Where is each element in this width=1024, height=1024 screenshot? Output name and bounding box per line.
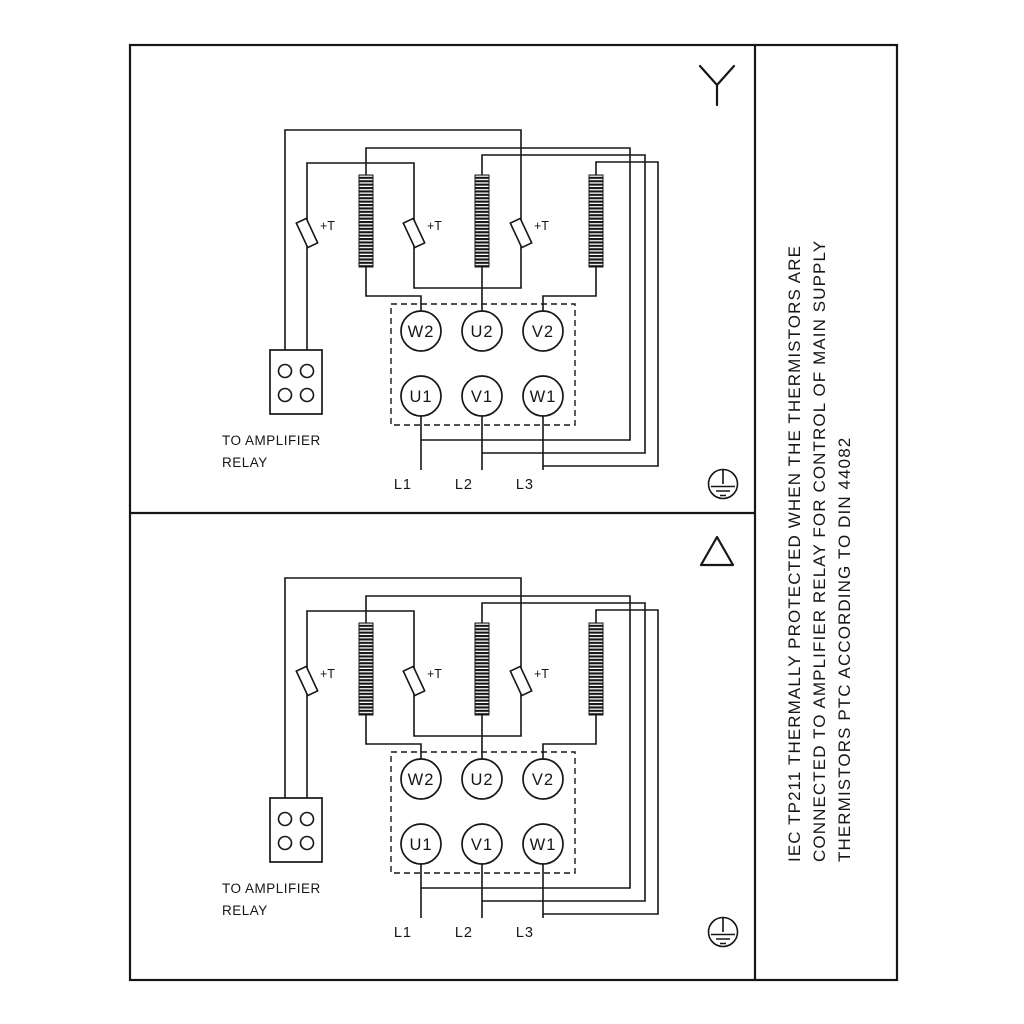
relay-contact-2 [299,811,315,827]
relay-note-line2: RELAY [222,455,268,470]
terminal-label-w2: W2 [408,771,435,789]
terminal-w1 [522,375,564,417]
terminal-label-v1: V1 [471,836,493,854]
supply-label-l1: L1 [394,925,412,941]
terminal-w1 [522,823,564,865]
panel-star-connection: +T +T +T W2 U2 V2 U1 V1 W1 TO AMPLIFIER … [222,64,739,500]
thermistor-1-label: +T [320,667,335,681]
supply-label-l3: L3 [516,477,534,493]
supply-label-l3: L3 [516,925,534,941]
terminal-label-v1: V1 [471,388,493,406]
thermistor-1-icon [295,217,319,249]
motor-winding-3 [588,174,604,268]
thermistor-2-icon [402,665,426,697]
relay-contact-4 [299,387,315,403]
motor-winding-1 [358,174,374,268]
star-icon [698,64,736,107]
supply-wires [420,864,544,918]
supply-label-l2: L2 [455,477,473,493]
terminal-v1 [461,375,503,417]
side-note-line-2: CONNECTED TO AMPLIFIER RELAY FOR CONTROL… [810,240,829,862]
terminal-label-u2: U2 [470,771,493,789]
terminal-u2 [461,758,503,800]
terminal-label-u1: U1 [409,388,432,406]
terminal-label-w1: W1 [530,836,557,854]
terminal-board-outline [390,751,576,874]
thermistor-3-icon [509,217,533,249]
panel-delta-connection: +T +T +T W2 U2 V2 U1 V1 W1 TO AMPLIFIER … [222,535,739,948]
amplifier-relay-box [269,349,323,415]
supply-label-l2: L2 [455,925,473,941]
earth-ground-icon [707,916,739,948]
thermistor-3-label: +T [534,667,549,681]
relay-contact-3 [277,835,293,851]
relay-contact-1 [277,363,293,379]
terminal-u1 [400,375,442,417]
terminal-w2 [400,310,442,352]
terminal-label-u2: U2 [470,323,493,341]
terminal-label-u1: U1 [409,836,432,854]
earth-ground-icon [707,468,739,500]
thermistor-2-icon [402,217,426,249]
thermistor-1-label: +T [320,219,335,233]
terminal-board-outline [390,303,576,426]
motor-winding-3 [588,622,604,716]
terminal-v2 [522,758,564,800]
supply-label-l1: L1 [394,477,412,493]
terminal-u2 [461,310,503,352]
thermistor-2-label: +T [427,219,442,233]
terminal-label-w1: W1 [530,388,557,406]
relay-note-line1: TO AMPLIFIER [222,433,321,448]
terminal-label-w2: W2 [408,323,435,341]
thermistor-chain-wire [284,577,522,813]
relay-contact-3 [277,387,293,403]
terminal-u1 [400,823,442,865]
thermistor-2-label: +T [427,667,442,681]
thermistor-chain-wire [284,129,522,365]
supply-wires [420,416,544,470]
relay-contact-2 [299,363,315,379]
terminal-label-v2: V2 [532,323,554,341]
motor-winding-2 [474,622,490,716]
relay-note-line2: RELAY [222,903,268,918]
terminal-v1 [461,823,503,865]
terminal-v2 [522,310,564,352]
amplifier-relay-box [269,797,323,863]
terminal-label-v2: V2 [532,771,554,789]
delta-icon [699,535,735,567]
thermistor-3-label: +T [534,219,549,233]
thermistor-3-icon [509,665,533,697]
side-note-line-1: IEC TP211 THERMALLY PROTECTED WHEN THE T… [785,245,804,862]
motor-winding-1 [358,622,374,716]
thermistor-1-icon [295,665,319,697]
relay-note-line1: TO AMPLIFIER [222,881,321,896]
terminal-w2 [400,758,442,800]
relay-contact-4 [299,835,315,851]
motor-winding-2 [474,174,490,268]
side-note-line-3: THERMISTORS PTC ACCORDING TO DIN 44082 [835,437,854,862]
relay-contact-1 [277,811,293,827]
side-note: IEC TP211 THERMALLY PROTECTED WHEN THE T… [785,240,854,862]
